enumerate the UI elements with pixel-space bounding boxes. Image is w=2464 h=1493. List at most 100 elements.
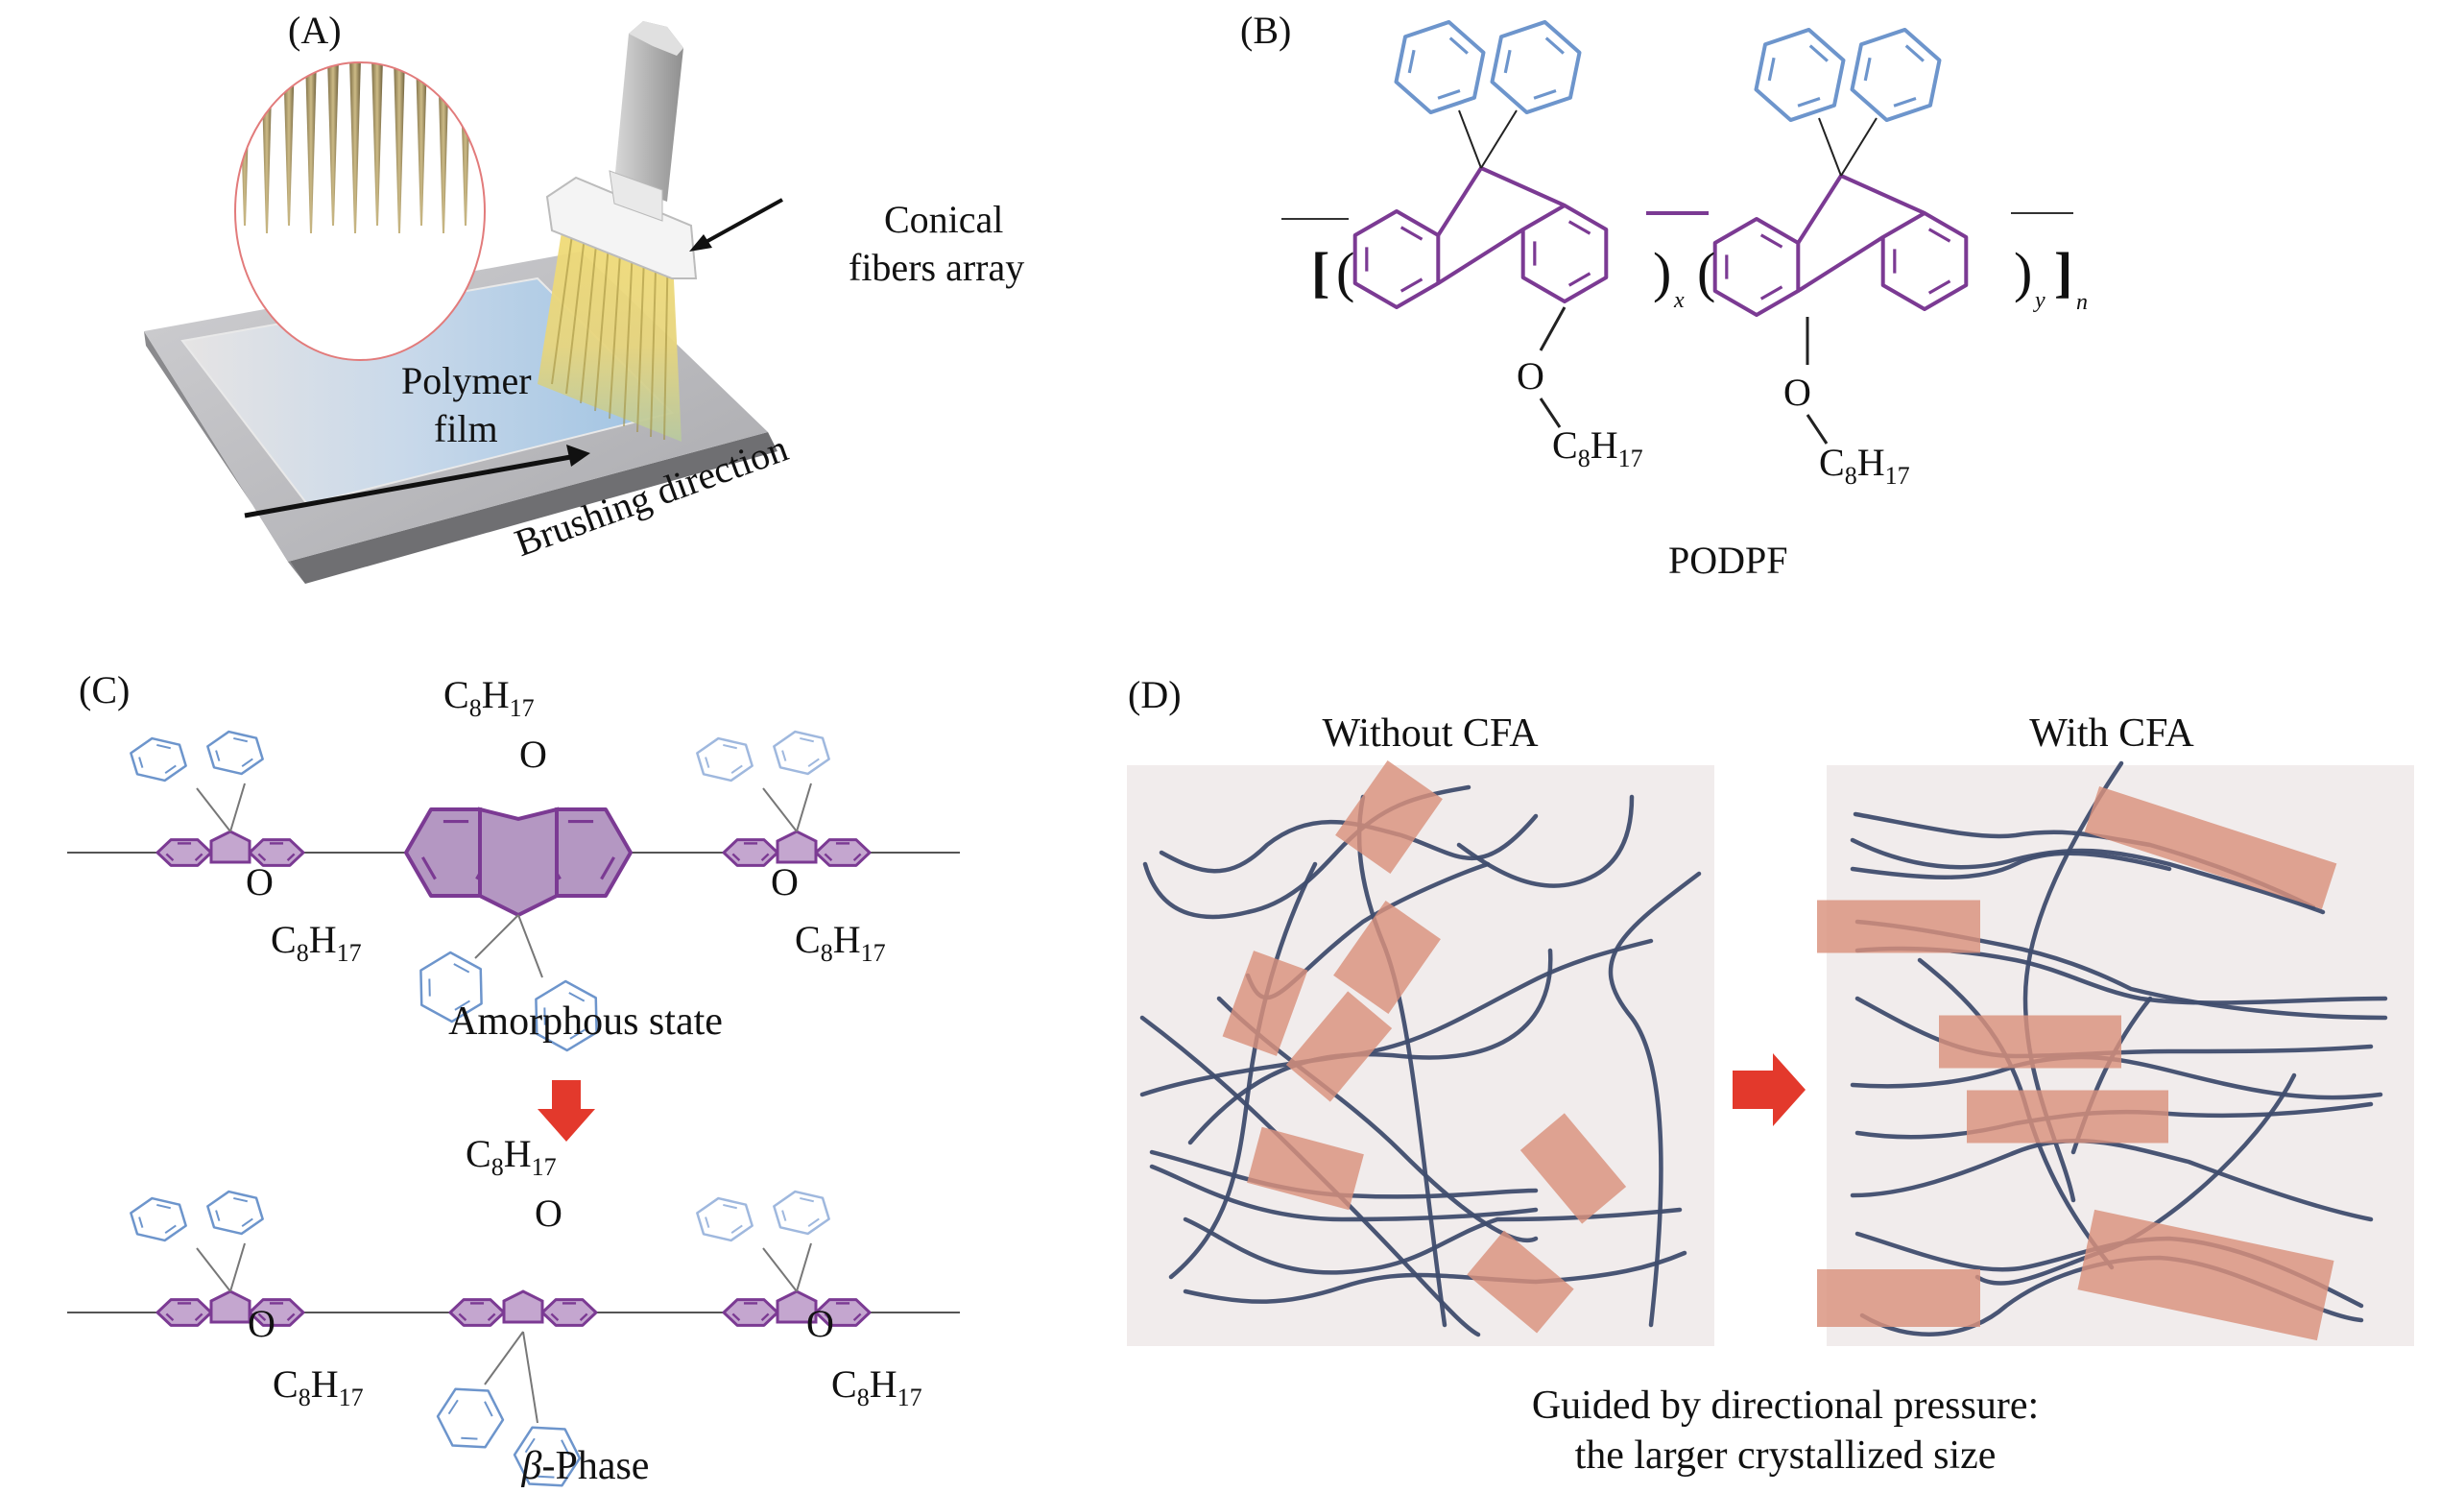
bracket-open: [ [1311,241,1330,303]
double-bond [286,1312,296,1322]
carbon-count: 8 [1577,445,1591,472]
octyl-group: C8H17 [1552,422,1643,473]
carbon: C [1819,441,1845,484]
oxygen-atom: O [1783,371,1811,414]
bond [762,787,798,832]
double-bond [447,1399,459,1415]
five-ring [776,830,818,864]
podpf-structure [1281,19,2073,445]
bond [229,1242,246,1292]
beta-symbol: β [521,1444,542,1488]
polymer-chain [1608,871,1702,1328]
double-bond [1863,57,1872,82]
phenyl-ring [1850,27,1942,123]
beta-phase-label: β-Phase [394,1443,777,1489]
brush-ferrule [545,176,698,279]
double-bond [550,1312,560,1322]
chain-conformations [67,730,960,1487]
crystalline-domain [2084,786,2337,909]
double-bond [1567,220,1591,235]
conical-fiber [283,62,295,226]
hydrogen: H [1590,423,1618,467]
hydrogen-count: 17 [1884,462,1910,490]
double-bond [241,1217,253,1227]
double-bond [824,1312,833,1322]
bond [1806,414,1829,445]
hydrogen-count: 17 [1617,445,1643,472]
double-bond [781,1210,787,1221]
polymer-chain [1139,938,1654,1097]
phenyl-ring [206,730,264,776]
phenyl-ring [1754,27,1846,123]
double-bond [1448,36,1469,55]
oxygen-atom: O [535,1192,562,1235]
five-ring [478,807,559,918]
double-bond [852,853,862,862]
crystalline-domain [1967,1090,2168,1144]
phenyl-ring [206,1190,264,1236]
five-ring-bond [1796,174,1843,245]
double-bond [569,1028,586,1040]
crystalline-domain [1519,1113,1627,1224]
subscript-n: n [2076,290,2088,315]
double-bond [1399,277,1423,293]
crystalline-domain [1335,760,1443,874]
oxygen-atom: O [1517,354,1544,397]
oxygen-atom: O [519,733,547,776]
double-bond [807,1217,820,1227]
phenyl-ring [130,736,187,783]
octyl-group: C8H17 [795,918,886,967]
double-bond [1927,279,1951,295]
bond [196,1247,231,1292]
amorphous-state-label: Amorphous state [448,999,723,1044]
double-bond [420,856,437,880]
bond [1458,109,1482,169]
double-bond [1759,285,1783,301]
panel-d-label: (D) [1128,673,1182,716]
double-bond [705,757,710,768]
phenyl-ring [130,1196,187,1242]
transition-arrow-icon [538,1080,595,1142]
without-cfa-title: Without CFA [1322,711,1539,756]
five-ring-bond [1437,228,1524,285]
crystalline-domain [1333,901,1441,1014]
double-bond [165,1312,175,1322]
callout-film-line1: Polymer [401,359,532,402]
polymer-chain [1850,837,2326,915]
double-bond [156,1203,171,1210]
double-bond [257,1312,267,1322]
five-ring [502,1289,544,1324]
double-bond [233,736,248,743]
five-ring [209,830,251,864]
crystalline-domain [1467,1230,1574,1334]
bond [1480,109,1518,169]
conical-fiber [349,62,361,233]
oxygen-atom: O [771,860,799,903]
bond [522,1331,538,1424]
double-bond [1759,233,1783,249]
transition-arrow-icon [1733,1053,1806,1126]
substrate-plate-side [288,432,777,584]
double-bond [800,1196,814,1203]
caption-line2: the larger crystallized size [1574,1433,1997,1478]
double-bond [730,764,743,774]
double-bond [1407,49,1416,74]
double-bond [1808,44,1829,62]
octyl-group: C8H17 [1819,440,1910,491]
bond [796,1242,812,1292]
carbon: C [1552,423,1578,467]
double-bond [730,1224,743,1234]
double-bond [723,1203,737,1210]
bond [762,1247,798,1292]
polymer-chain [2022,760,2124,1203]
double-bond [1399,226,1423,241]
double-bond [165,853,175,862]
crystalline-domain [1817,900,1980,953]
paren-close-y: ) [2014,241,2033,303]
double-bond [215,750,221,761]
octyl-group: C8H17 [271,918,362,967]
double-bond [568,992,586,1002]
bond [196,787,231,832]
octyl-group: C8H17 [466,1132,557,1181]
